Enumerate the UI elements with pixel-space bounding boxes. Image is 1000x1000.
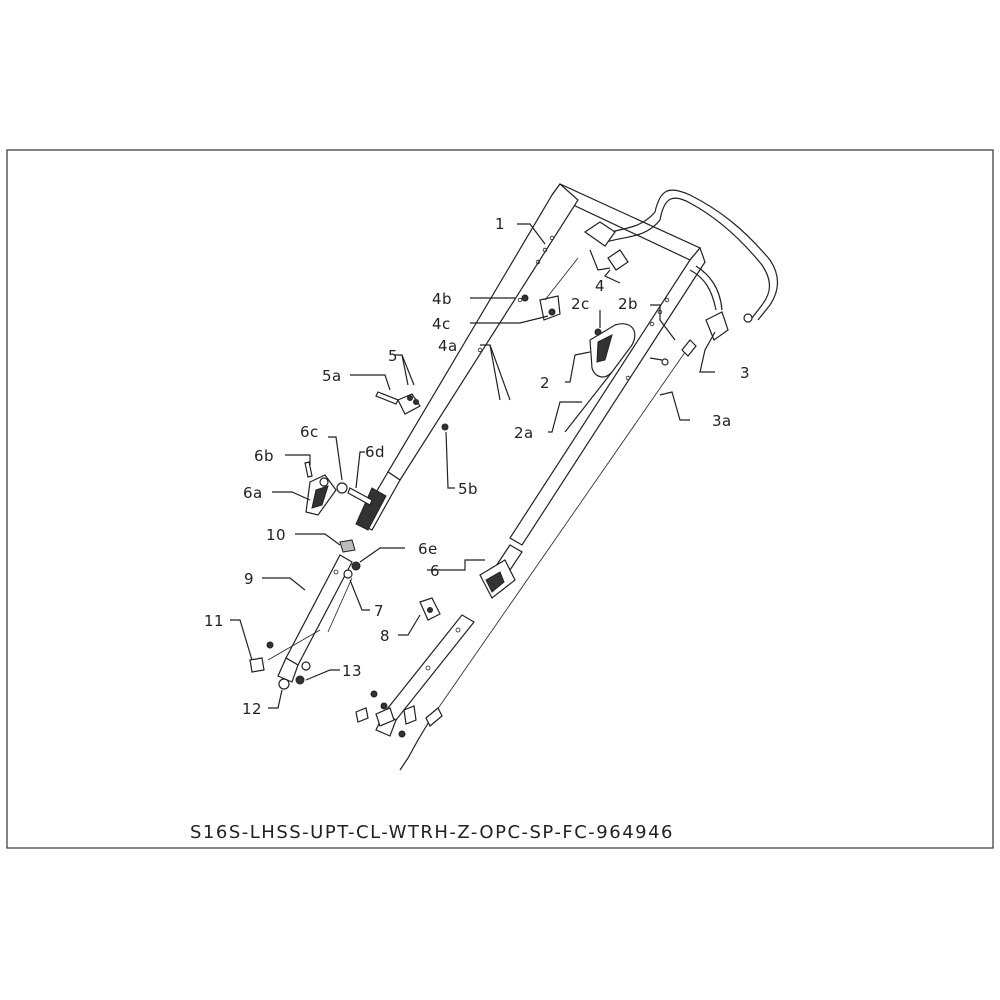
callout-1: 1	[495, 215, 505, 233]
callout-11: 11	[204, 612, 224, 630]
cable-clip-4	[583, 221, 629, 271]
washer-12	[278, 678, 290, 690]
control-lever-2	[589, 323, 669, 378]
callout-13: 13	[342, 662, 362, 680]
callout-4a: 4a	[438, 337, 458, 355]
bracket-3	[705, 311, 729, 341]
callout-labels: 1 4 4b 2c 2b 4c 4a 5 5a 2 3 3a 2a 6c 6d …	[204, 215, 750, 718]
callout-2b: 2b	[618, 295, 638, 313]
callout-6: 6	[430, 562, 440, 580]
callout-3a: 3a	[712, 412, 732, 430]
callout-3: 3	[740, 364, 750, 382]
cable-bracket-5	[375, 391, 421, 415]
callout-8: 8	[380, 627, 390, 645]
callout-10: 10	[266, 526, 286, 544]
callout-6a: 6a	[243, 484, 263, 502]
screw-6b	[304, 461, 313, 478]
callout-4: 4	[595, 277, 605, 295]
callout-12: 12	[242, 700, 262, 718]
bolt-11	[249, 657, 265, 673]
callout-6c: 6c	[300, 423, 319, 441]
callout-2c: 2c	[571, 295, 590, 313]
callout-6e: 6e	[418, 540, 438, 558]
rod-2a	[564, 371, 613, 433]
drawing-code: S16S-LHSS-UPT-CL-WTRH-Z-OPC-SP-FC-964946	[190, 822, 674, 843]
lower-handle-left	[277, 554, 353, 683]
control-bail	[599, 189, 779, 323]
callout-7: 7	[374, 602, 384, 620]
callout-5a: 5a	[322, 367, 342, 385]
leader-lines	[230, 223, 716, 709]
upper-handle	[355, 183, 706, 546]
nut-13	[295, 675, 305, 685]
callout-2: 2	[540, 374, 550, 392]
drawing-frame	[6, 149, 994, 849]
callout-9: 9	[244, 570, 254, 588]
bracket-8	[419, 597, 441, 621]
cam-lever-6a	[305, 474, 337, 516]
callout-2a: 2a	[514, 424, 534, 442]
nut-5b	[441, 423, 449, 431]
washer-7	[343, 569, 353, 579]
callout-4b: 4b	[432, 290, 452, 308]
cable-3a	[429, 344, 691, 721]
callout-5b: 5b	[458, 480, 478, 498]
callout-6d: 6d	[365, 443, 385, 461]
callout-6b: 6b	[254, 447, 274, 465]
washer-6c	[336, 482, 348, 494]
nut-6e	[351, 561, 361, 571]
knob-6	[479, 544, 523, 599]
callout-5: 5	[388, 347, 398, 365]
callout-4c: 4c	[432, 315, 451, 333]
bolt-6d	[347, 487, 373, 506]
cable-guide-4a	[521, 257, 579, 321]
spring-10	[339, 539, 356, 553]
